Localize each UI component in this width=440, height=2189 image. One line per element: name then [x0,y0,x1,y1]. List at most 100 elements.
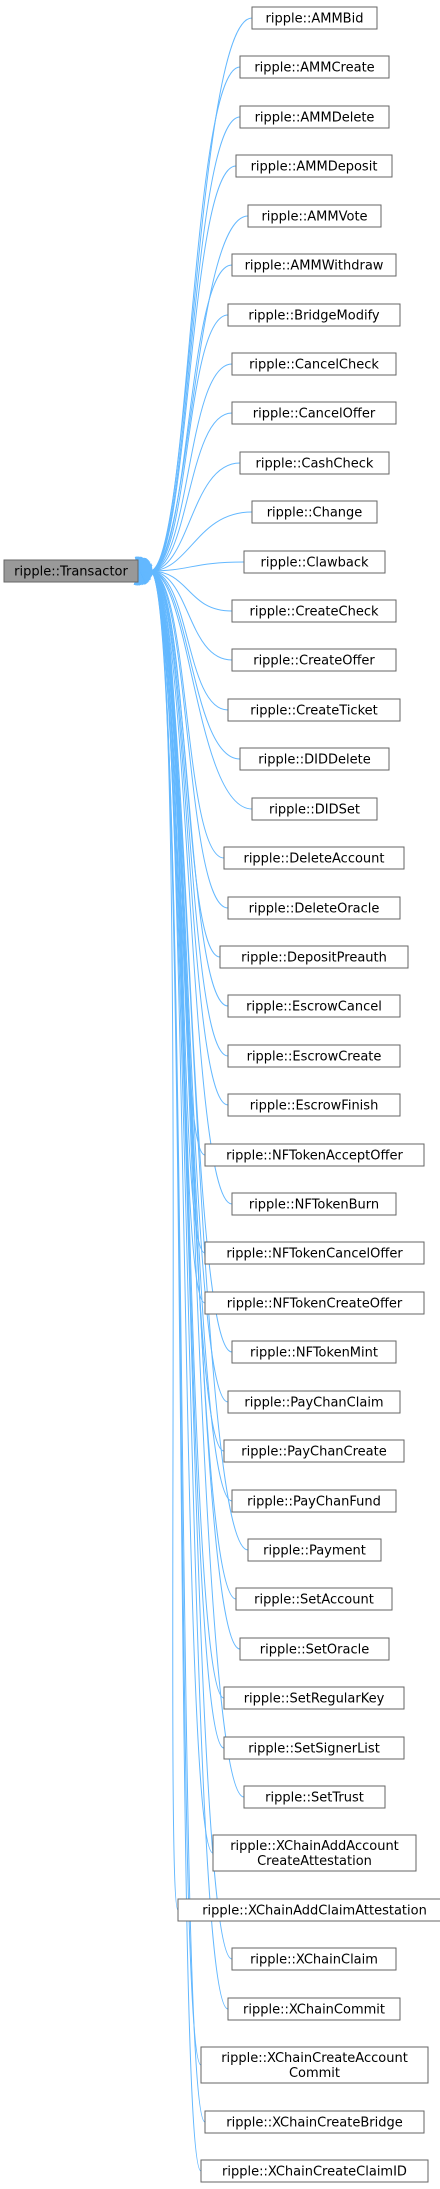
node-createcheck[interactable]: ripple::CreateCheck [231,599,397,623]
node-label-bridgemodify-line: ripple::BridgeModify [248,309,380,324]
node-label-transactor-line: ripple::Transactor [14,565,128,580]
node-box-deleteaccount [223,846,405,870]
node-bridgemodify[interactable]: ripple::BridgeModify [227,303,401,327]
edge-cancelcheck [149,363,233,572]
node-box-canceloffer [231,401,397,425]
edge-escrowfinish [149,570,229,1106]
node-setaccount[interactable]: ripple::SetAccount [235,1587,393,1611]
node-box-xchaincreateaccountcommit [200,2046,429,2084]
node-ammdelete[interactable]: ripple::AMMDelete [239,105,390,129]
node-change[interactable]: ripple::Change [251,500,378,524]
node-label-ammdelete: ripple::AMMDelete [255,111,375,126]
node-box-xchainaddaccountcreateattestation [212,1834,417,1872]
node-xchaincommit[interactable]: ripple::XChainCommit [227,1997,401,2021]
node-box-escrowcancel [227,994,401,1018]
edge-bridgemodify [149,314,229,572]
node-ammbid[interactable]: ripple::AMMBid [251,6,378,30]
node-label-nftokencreateoffer-line: ripple::NFTokenCreateOffer [227,1297,403,1312]
node-ammwithdraw[interactable]: ripple::AMMWithdraw [231,253,397,277]
node-paychancreate[interactable]: ripple::PayChanCreate [223,1439,405,1463]
edge-setoracle [149,570,241,1650]
node-xchaincreatebridge[interactable]: ripple::XChainCreateBridge [204,2110,425,2134]
node-label-payment-line: ripple::Payment [263,1544,366,1559]
node-xchaincreateclaimid[interactable]: ripple::XChainCreateClaimID [200,2159,429,2183]
node-label-createticket-line: ripple::CreateTicket [250,704,378,719]
node-box-ammdelete [239,105,390,129]
node-diddelete[interactable]: ripple::DIDDelete [239,747,390,771]
node-label-paychanfund-line: ripple::PayChanFund [247,1495,381,1510]
node-label-didset-line: ripple::DIDSet [269,803,360,818]
node-box-ammcreate [239,55,390,79]
node-clawback[interactable]: ripple::Clawback [243,550,386,574]
node-nftokenmint[interactable]: ripple::NFTokenMint [231,1340,397,1364]
node-canceloffer[interactable]: ripple::CancelOffer [231,401,397,425]
edge-diddelete [149,570,241,760]
node-ammcreate[interactable]: ripple::AMMCreate [239,55,390,79]
edge-setregularkey [149,570,225,1699]
node-depositpreauth[interactable]: ripple::DepositPreauth [219,945,409,969]
node-label-xchainaddclaimattestation-line: ripple::XChainAddClaimAttestation [202,1904,427,1919]
node-label-change: ripple::Change [267,506,363,521]
node-ammdeposit[interactable]: ripple::AMMDeposit [235,154,393,178]
edge-settrust [149,570,245,1798]
node-deleteoracle[interactable]: ripple::DeleteOracle [227,896,401,920]
node-box-nftokencanceloffer [204,1241,425,1265]
node-box-didset [251,797,378,821]
node-label-xchaincreatebridge: ripple::XChainCreateBridge [226,2116,403,2131]
node-label-xchainaddaccountcreateattestation-line: CreateAttestation [257,1854,372,1869]
node-label-cancelcheck-line: ripple::CancelCheck [249,358,379,373]
node-transactor[interactable]: ripple::Transactor [3,559,139,583]
node-paychanclaim[interactable]: ripple::PayChanClaim [227,1390,401,1414]
edge-payment [149,570,249,1551]
node-box-settrust [243,1785,386,1809]
node-label-clawback: ripple::Clawback [260,556,368,571]
node-label-depositpreauth: ripple::DepositPreauth [241,951,387,966]
node-box-paychancreate [223,1439,405,1463]
node-setoracle[interactable]: ripple::SetOracle [239,1637,390,1661]
node-label-clawback-line: ripple::Clawback [260,556,368,571]
node-label-xchaincreateaccountcommit-line: Commit [289,2066,340,2081]
node-payment[interactable]: ripple::Payment [247,1538,382,1562]
node-escrowcancel[interactable]: ripple::EscrowCancel [227,994,401,1018]
node-box-ammwithdraw [231,253,397,277]
node-setregularkey[interactable]: ripple::SetRegularKey [223,1686,405,1710]
node-settrust[interactable]: ripple::SetTrust [243,1785,386,1809]
node-createoffer[interactable]: ripple::CreateOffer [231,648,397,672]
node-label-xchaincommit-line: ripple::XChainCommit [243,2003,385,2018]
node-box-ammvote [247,204,382,228]
node-nftokencanceloffer[interactable]: ripple::NFTokenCancelOffer [204,1241,425,1265]
node-cancelcheck[interactable]: ripple::CancelCheck [231,352,397,376]
node-label-paychancreate: ripple::PayChanCreate [241,1445,386,1460]
node-escrowcreate[interactable]: ripple::EscrowCreate [227,1044,401,1068]
node-xchainclaim[interactable]: ripple::XChainClaim [231,1947,397,1971]
node-label-createcheck: ripple::CreateCheck [249,605,378,620]
node-label-setregularkey: ripple::SetRegularKey [244,1692,385,1707]
node-ammvote[interactable]: ripple::AMMVote [247,204,382,228]
edge-nftokenburn [149,570,233,1205]
node-label-settrust: ripple::SetTrust [265,1791,364,1806]
node-label-settrust-line: ripple::SetTrust [265,1791,364,1806]
node-label-setregularkey-line: ripple::SetRegularKey [244,1692,385,1707]
node-label-canceloffer-line: ripple::CancelOffer [253,407,376,422]
node-box-payment [247,1538,382,1562]
node-deleteaccount[interactable]: ripple::DeleteAccount [223,846,405,870]
node-cashcheck[interactable]: ripple::CashCheck [239,451,390,475]
node-box-nftokenacceptoffer [204,1143,425,1167]
node-createticket[interactable]: ripple::CreateTicket [227,698,401,722]
node-nftokenacceptoffer[interactable]: ripple::NFTokenAcceptOffer [204,1143,425,1167]
node-nftokenburn[interactable]: ripple::NFTokenBurn [231,1192,397,1216]
node-setsignerlist[interactable]: ripple::SetSignerList [223,1736,405,1760]
edge-didset [149,570,253,810]
node-didset[interactable]: ripple::DIDSet [251,797,378,821]
node-xchainaddclaimattestation[interactable]: ripple::XChainAddClaimAttestation [177,1898,440,1922]
node-paychanfund[interactable]: ripple::PayChanFund [231,1489,397,1513]
edge-ammdelete [149,116,241,572]
node-label-deleteoracle: ripple::DeleteOracle [249,902,380,917]
node-label-ammvote-line: ripple::AMMVote [261,210,367,225]
node-label-ammdelete-line: ripple::AMMDelete [255,111,375,126]
node-escrowfinish[interactable]: ripple::EscrowFinish [227,1093,401,1117]
node-nftokencreateoffer[interactable]: ripple::NFTokenCreateOffer [204,1291,425,1315]
